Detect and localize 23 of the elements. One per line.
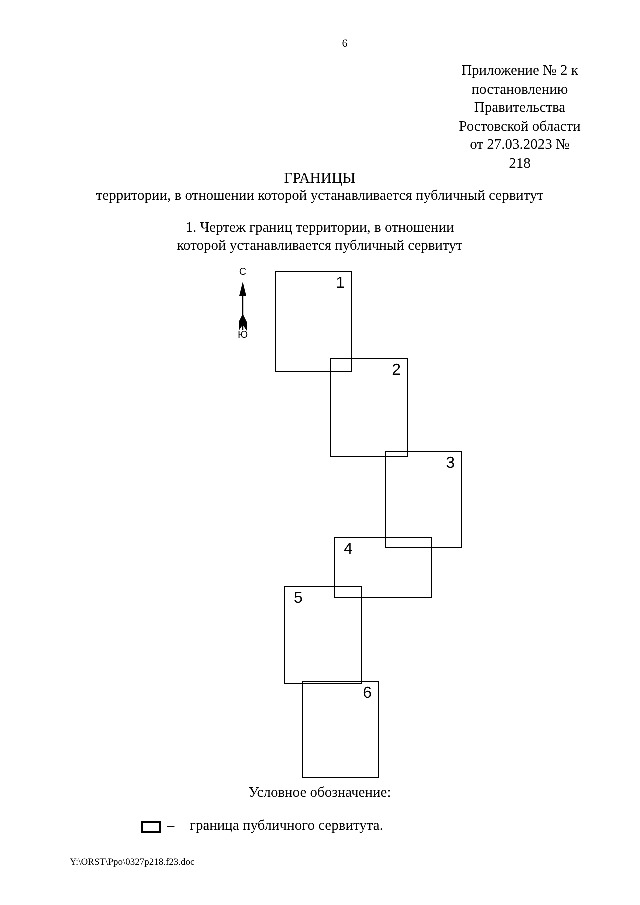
file-path: Y:\ORST\Ppo\0327p218.f23.doc — [70, 858, 196, 870]
boundary-area — [330, 358, 408, 457]
boundary-area — [275, 271, 352, 372]
boundary-area — [284, 586, 362, 684]
title: ГРАНИЦЫ — [283, 171, 357, 188]
area-number: 6 — [363, 685, 372, 703]
section-heading: 1. Чертеж границ территории, в отношении которой устанавливается публичный сервитут — [176, 219, 464, 255]
page-number: 6 — [341, 38, 349, 52]
boundary-area — [334, 537, 432, 598]
compass-label: Ю — [236, 330, 250, 342]
appendix-header: Приложение № 2 к постановлению Правительства Ростовской области от 27.03.2023 № 218 — [458, 62, 582, 173]
area-number: 4 — [344, 541, 353, 559]
compass-label: С — [238, 267, 248, 279]
legend-text: граница публичного сервитута. — [190, 818, 384, 835]
boundary-area — [385, 451, 462, 548]
area-number: 3 — [446, 455, 455, 473]
subtitle: территории, в отношении которой устанавливается публичный сервитут — [95, 188, 545, 206]
boundary-area — [302, 681, 379, 778]
area-number: 1 — [336, 275, 345, 293]
legend-heading: Условное обозначение: — [248, 785, 392, 802]
area-number: 2 — [392, 362, 401, 380]
area-number: 5 — [294, 590, 303, 608]
dash: – — [166, 818, 176, 836]
